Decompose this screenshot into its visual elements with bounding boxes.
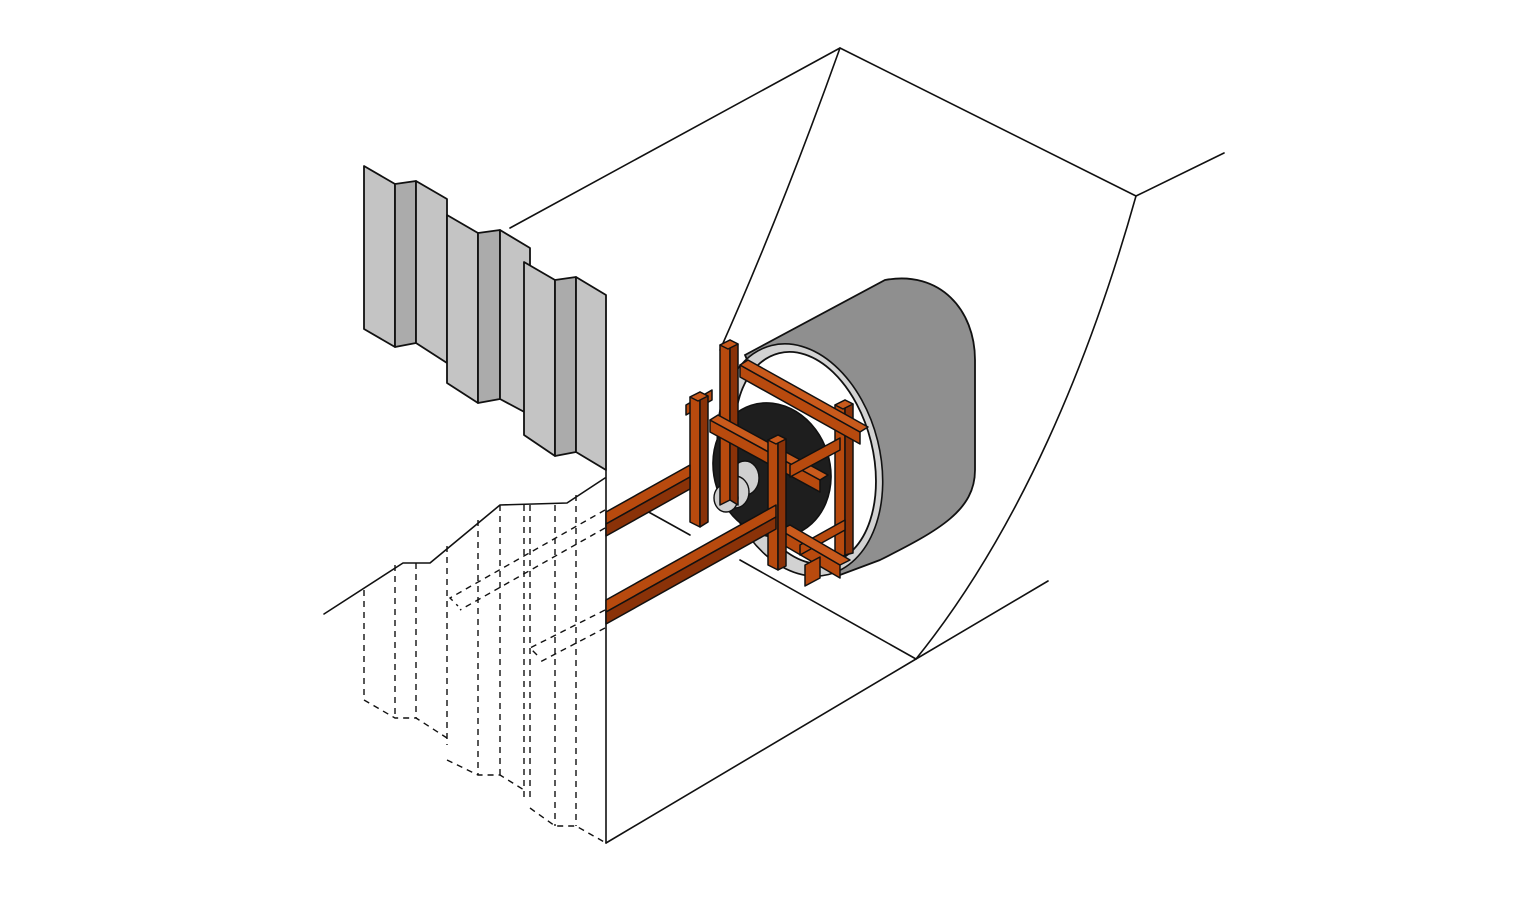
ground-surface (323, 477, 606, 615)
sheet-pile-wall-hidden (363, 495, 607, 844)
sheet-pile-wall (363, 165, 607, 471)
timber-frame (685, 339, 869, 587)
thrust-beams (605, 464, 777, 625)
